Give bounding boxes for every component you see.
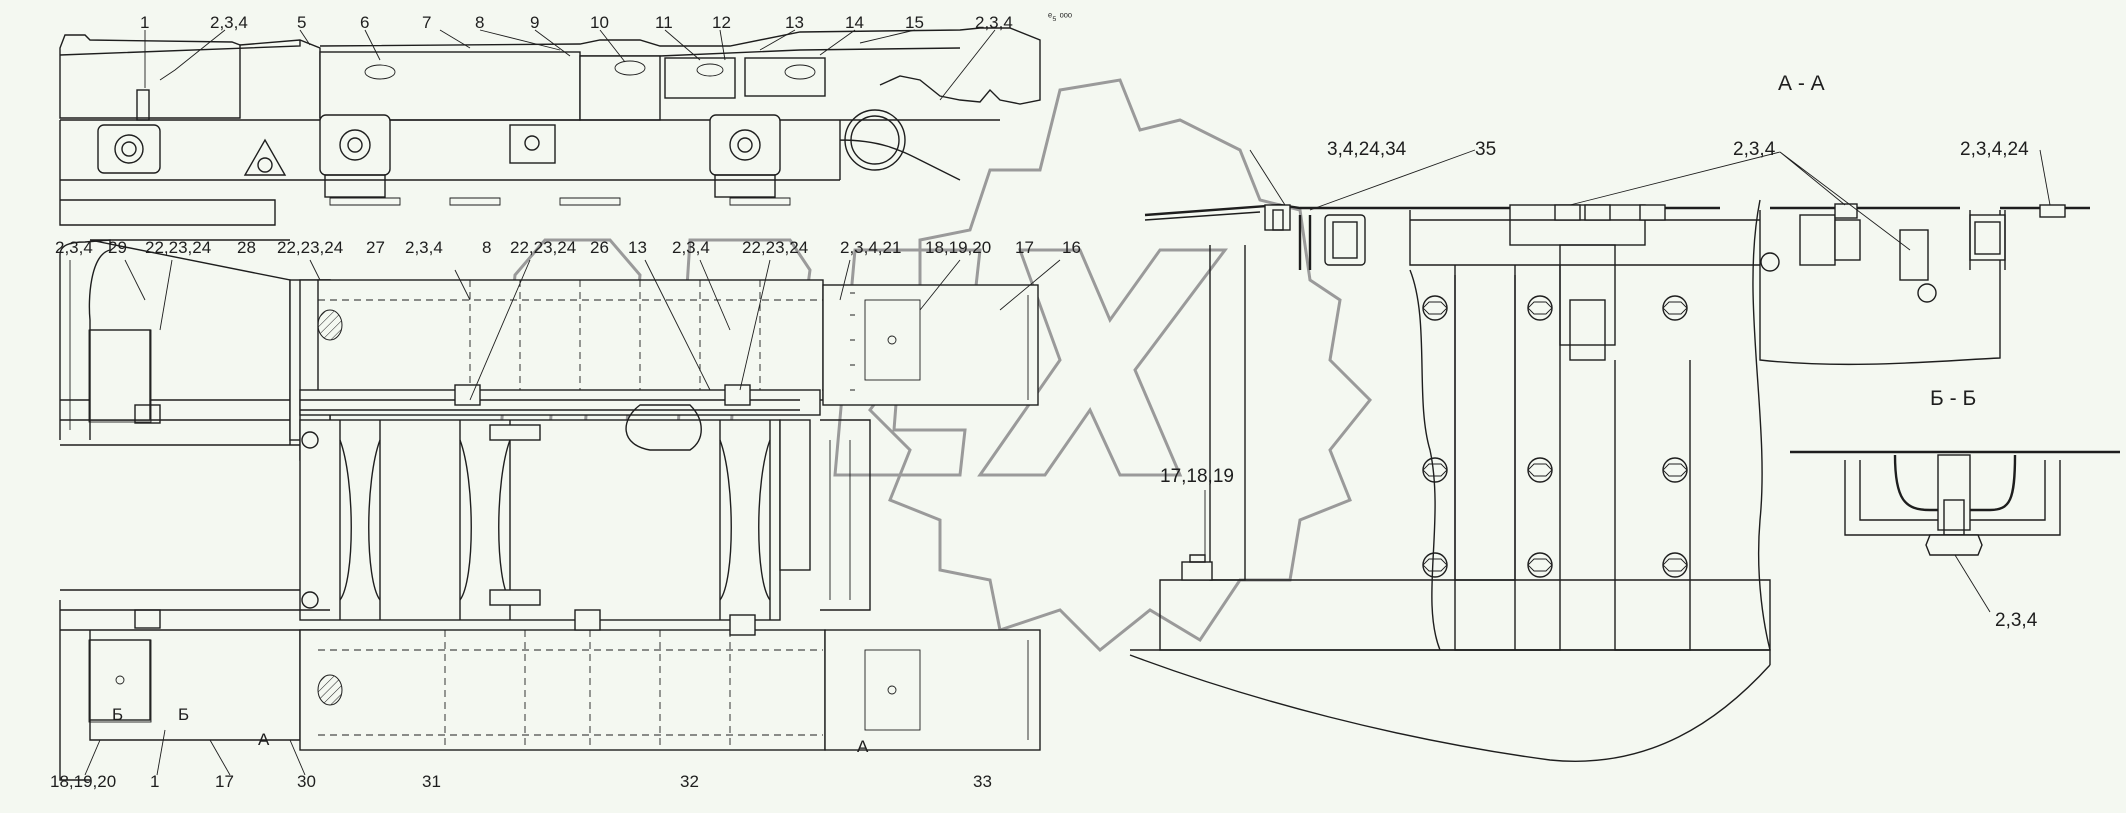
label-plan-222324a: 22,23,24 — [145, 238, 211, 257]
label-plan-16: 16 — [1062, 238, 1081, 257]
label-top-15: 15 — [905, 13, 924, 32]
label-mark-b1: Б — [112, 705, 123, 724]
label-top-1: 1 — [140, 13, 149, 32]
label-bot-33: 33 — [973, 772, 992, 791]
label-bot-181920: 18,19,20 — [50, 772, 116, 791]
label-plan-26: 26 — [590, 238, 609, 257]
label-aa-35: 35 — [1475, 139, 1496, 160]
label-aa-342434: 3,4,24,34 — [1327, 139, 1407, 160]
label-plan-234b: 2,3,4 — [405, 238, 443, 257]
label-top-mark: ᵉ₅ ᵒᵒᵒ — [1048, 11, 1072, 23]
label-top-9: 9 — [530, 13, 539, 32]
section-aa — [1129, 199, 2090, 762]
label-plan-29: 29 — [108, 238, 127, 257]
label-aa-234: 2,3,4 — [1733, 139, 1776, 160]
label-top-8: 8 — [475, 13, 484, 32]
side-bracket-3 — [319, 114, 391, 198]
label-top-10: 10 — [590, 13, 609, 32]
label-aa-23424: 2,3,4,24 — [1960, 139, 2029, 160]
label-plan-8: 8 — [482, 238, 491, 257]
label-bot-31: 31 — [422, 772, 441, 791]
aa-bolts — [1422, 295, 1688, 578]
label-section-bb-title: Б - Б — [1930, 387, 1976, 410]
label-top-6: 6 — [360, 13, 369, 32]
label-bot-17: 17 — [215, 772, 234, 791]
label-bot-32: 32 — [680, 772, 699, 791]
side-bracket-1 — [97, 89, 161, 174]
section-bb — [1790, 450, 2120, 556]
label-plan-17a: 17 — [1015, 238, 1034, 257]
label-top-11: 11 — [655, 13, 673, 32]
label-mark-b2: Б — [178, 705, 189, 724]
label-top-5: 5 — [297, 13, 306, 32]
side-bracket-2 — [243, 138, 287, 176]
label-plan-27: 27 — [366, 238, 385, 257]
label-top-234b: 2,3,4 — [975, 13, 1013, 32]
side-bracket-5 — [709, 114, 781, 198]
plan-view — [59, 239, 1041, 781]
label-bot-1: 1 — [150, 772, 159, 791]
label-section-aa-title: А - А — [1778, 72, 1825, 95]
label-plan-234c: 2,3,4 — [672, 238, 710, 257]
label-top-234a: 2,3,4 — [210, 13, 248, 32]
label-bb-234: 2,3,4 — [1995, 610, 2038, 631]
part-labels: 1 2,3,4 5 6 7 8 9 10 11 12 13 14 15 2,3,… — [50, 11, 2038, 791]
label-top-7: 7 — [422, 13, 431, 32]
label-plan-234a: 2,3,4 — [55, 238, 93, 257]
side-view — [59, 27, 1041, 226]
label-plan-23421: 2,3,4,21 — [840, 238, 901, 257]
label-top-13: 13 — [785, 13, 804, 32]
leader-lines — [69, 29, 2051, 776]
label-plan-222324b: 22,23,24 — [277, 238, 343, 257]
label-mark-a2: А — [857, 737, 869, 756]
side-bracket-4 — [509, 124, 556, 164]
label-bot-30: 30 — [297, 772, 316, 791]
label-plan-28: 28 — [237, 238, 256, 257]
label-plan-13: 13 — [628, 238, 647, 257]
label-mark-a1: А — [258, 730, 270, 749]
label-plan-222324c: 22,23,24 — [510, 238, 576, 257]
label-plan-181920a: 18,19,20 — [925, 238, 991, 257]
label-aa-171819: 17,18,19 — [1160, 466, 1234, 487]
label-plan-222324d: 22,23,24 — [742, 238, 808, 257]
label-top-12: 12 — [712, 13, 731, 32]
label-top-14: 14 — [845, 13, 864, 32]
